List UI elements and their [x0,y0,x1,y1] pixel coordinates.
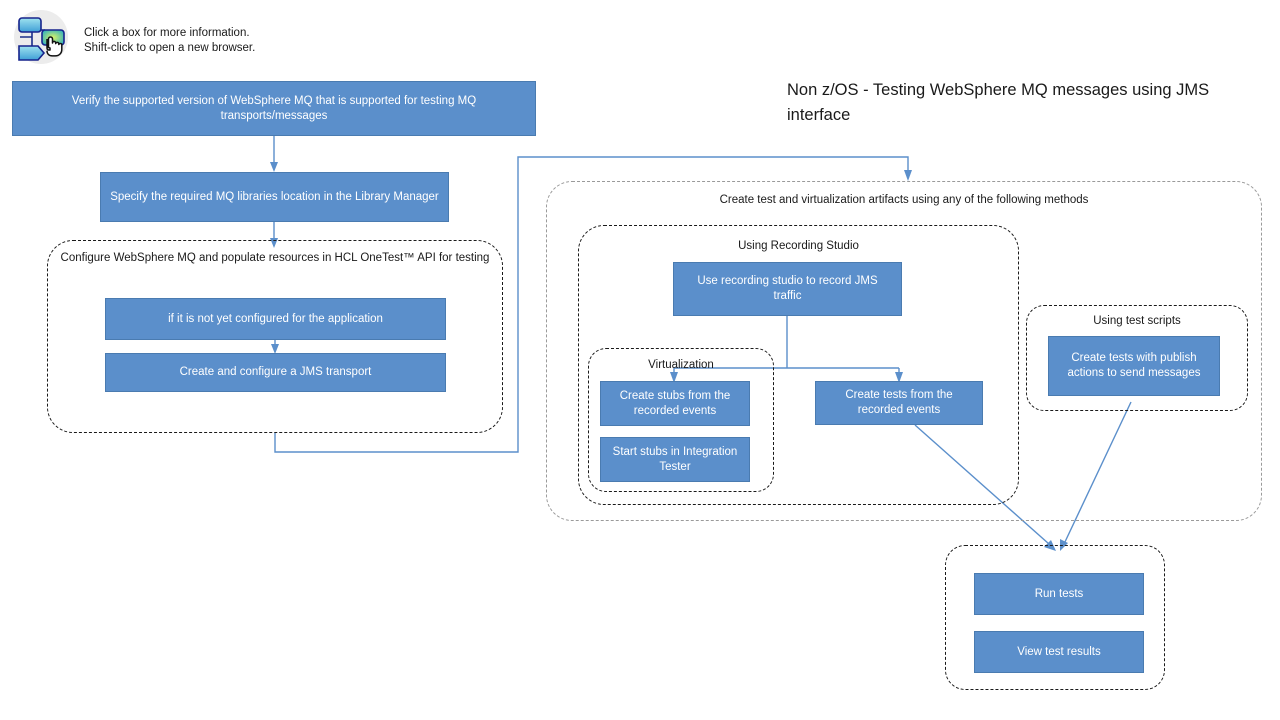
group-virtualization: Virtualization [588,348,774,492]
flowchart-click-icon [10,8,72,66]
group-using-test-scripts: Using test scripts [1026,305,1248,411]
group-virtualization-label: Virtualization [648,359,714,371]
page-title: Non z/OS - Testing WebSphere MQ messages… [787,81,1210,124]
group-create-artifacts-label: Create test and virtualization artifacts… [719,194,1089,206]
group-using-test-scripts-label: Using test scripts [1093,315,1181,327]
legend: Click a box for more information. Shift-… [6,4,306,68]
box-create-tests-from-recorded-events[interactable]: Create tests from the recorded events [815,381,983,425]
box-create-configure-jms-transport[interactable]: Create and configure a JMS transport [105,353,446,392]
group-test-execution [945,545,1165,690]
box-if-not-yet-configured[interactable]: if it is not yet configured for the appl… [105,298,446,340]
box-create-tests-with-publish-actions[interactable]: Create tests with publish actions to sen… [1048,336,1220,396]
box-view-test-results[interactable]: View test results [974,631,1144,673]
group-configure-websphere-mq-label: Configure WebSphere MQ and populate reso… [60,252,490,264]
box-create-stubs[interactable]: Create stubs from the recorded events [600,381,750,426]
box-run-tests[interactable]: Run tests [974,573,1144,615]
group-using-recording-studio-label: Using Recording Studio [738,240,859,252]
box-specify-mq-libraries[interactable]: Specify the required MQ libraries locati… [100,172,449,222]
box-use-recording-studio[interactable]: Use recording studio to record JMS traff… [673,262,902,316]
box-verify-supported-version[interactable]: Verify the supported version of WebSpher… [12,81,536,136]
group-configure-websphere-mq: Configure WebSphere MQ and populate reso… [47,240,503,433]
box-start-stubs[interactable]: Start stubs in Integration Tester [600,437,750,482]
group-using-recording-studio: Using Recording Studio [578,225,1019,505]
group-create-artifacts: Create test and virtualization artifacts… [546,181,1262,521]
legend-text: Click a box for more information. Shift-… [84,27,256,54]
